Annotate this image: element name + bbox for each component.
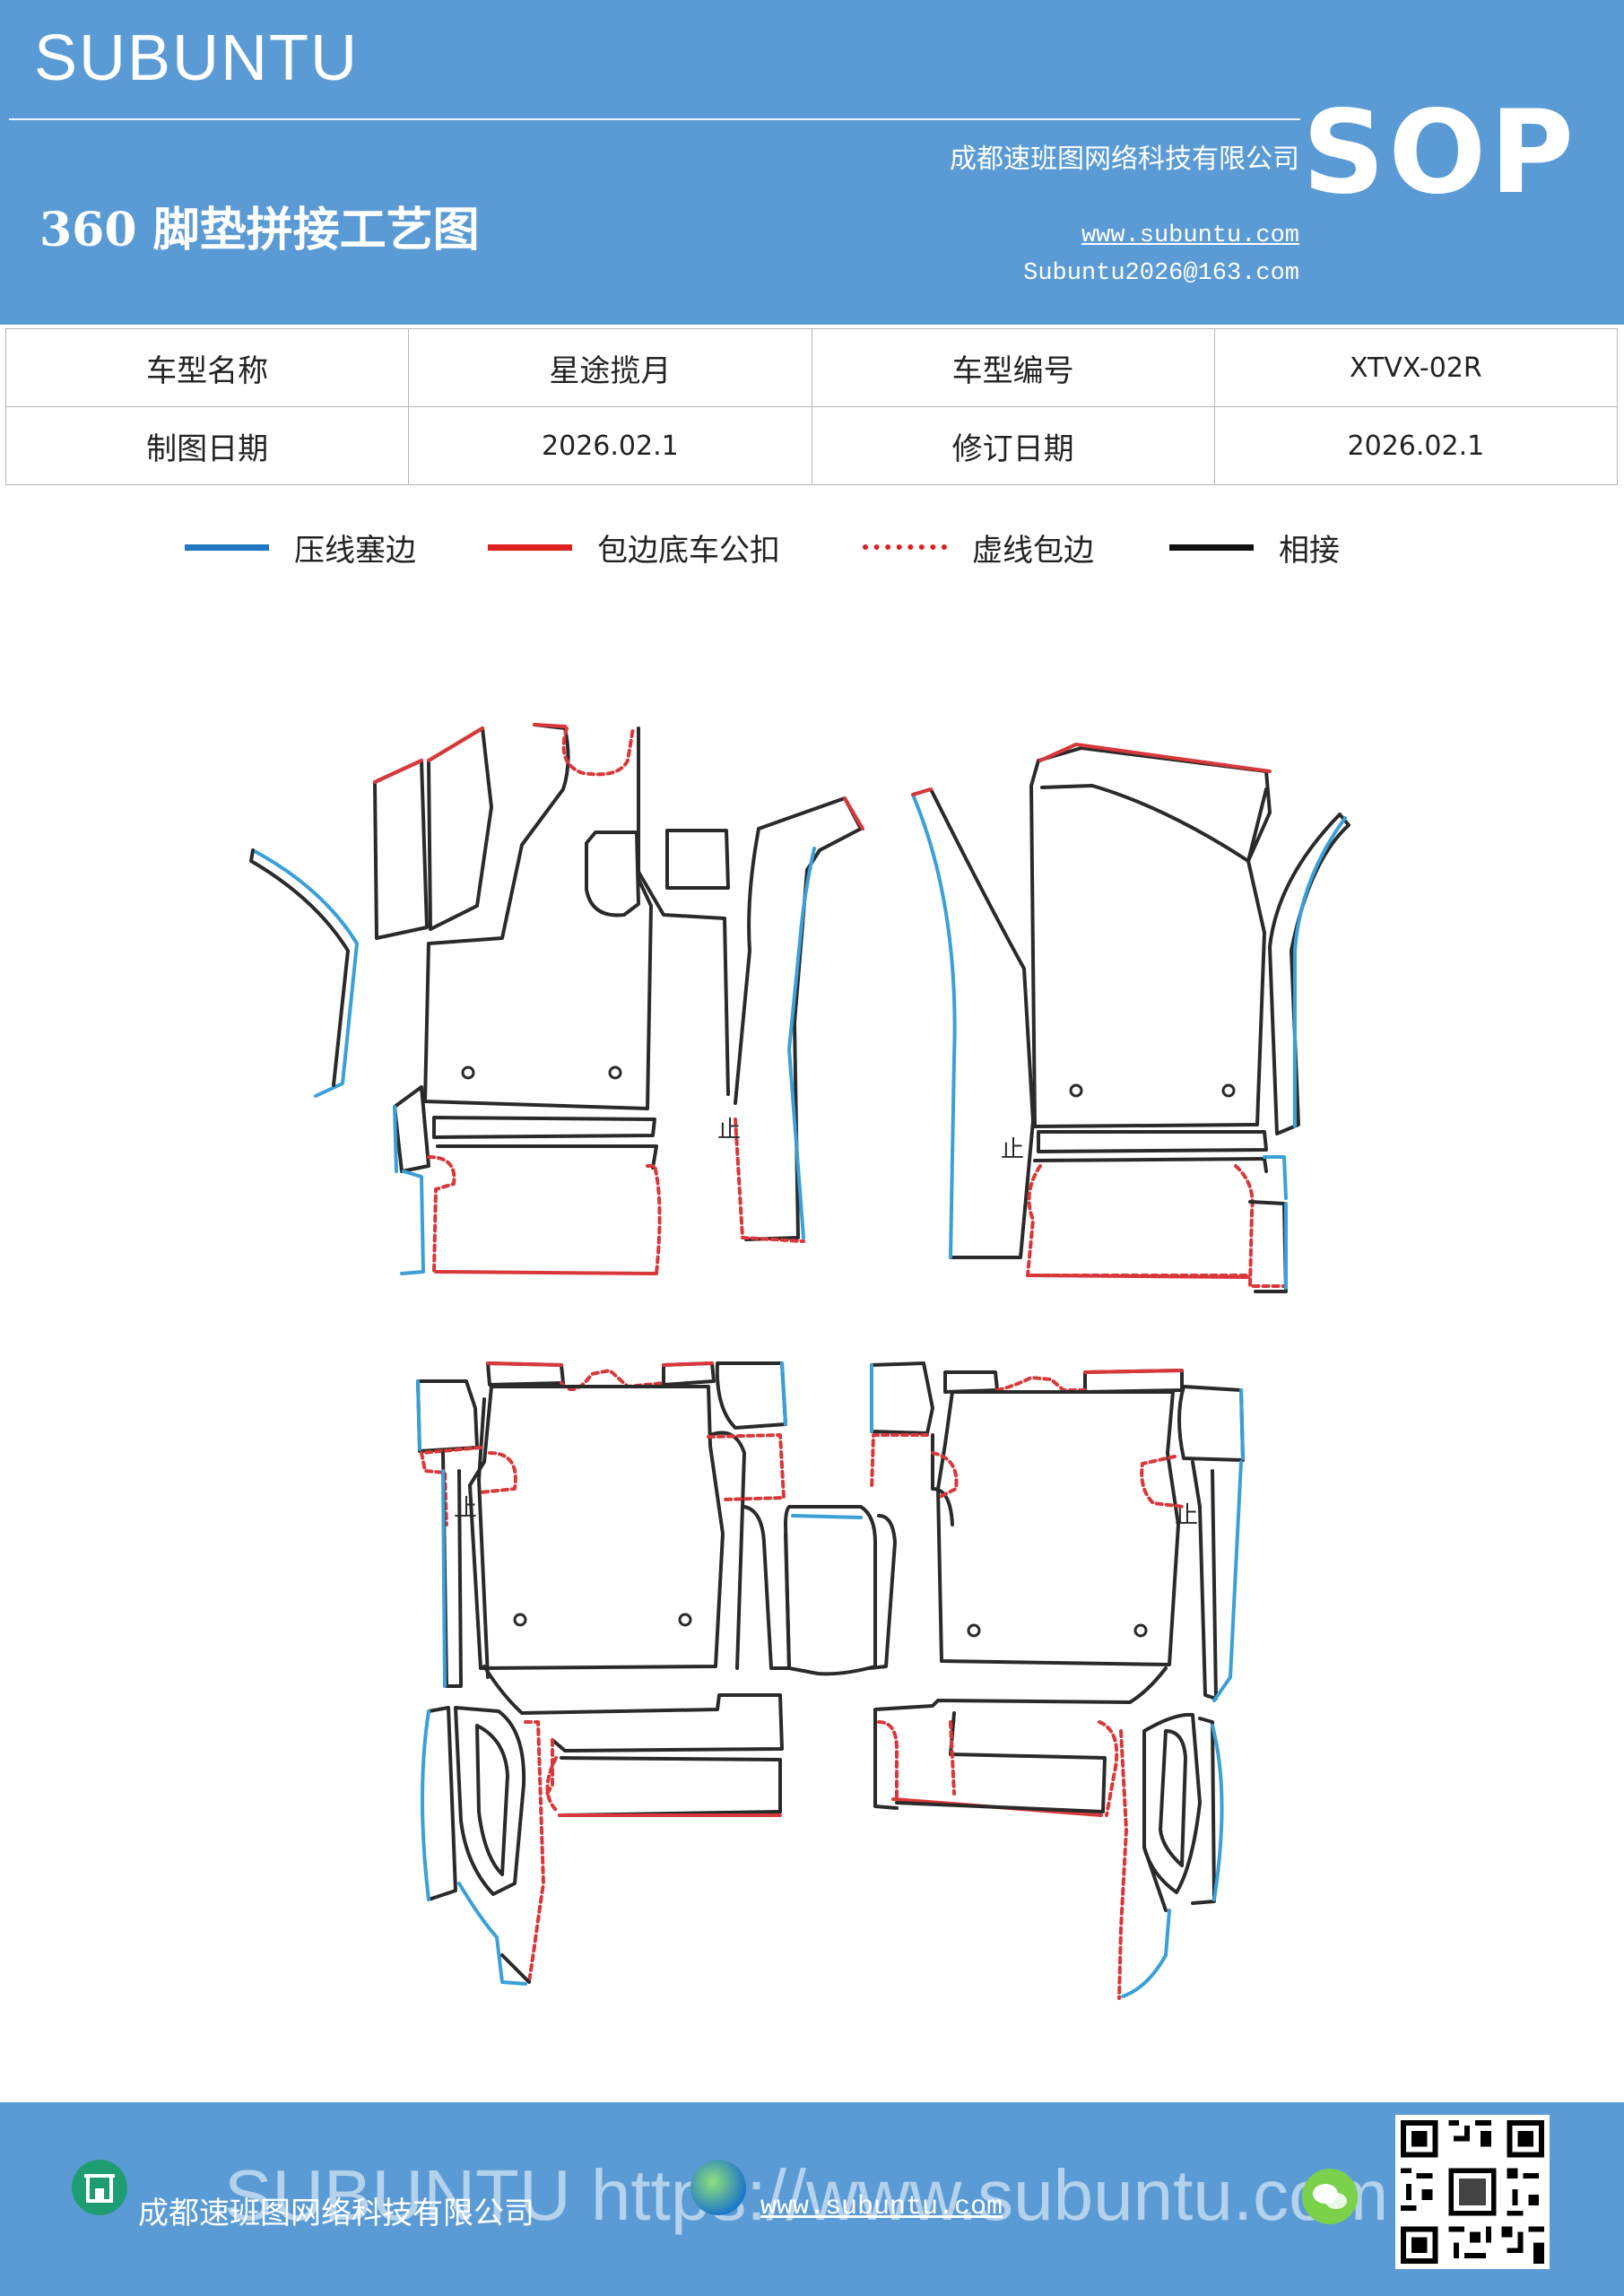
- brand-name: SUBUNTU: [34, 22, 360, 94]
- stop-marker: 止: [1175, 1502, 1198, 1529]
- footer-watermark: SUBUNTU https://www.subuntu.com: [224, 2155, 1389, 2235]
- footer-banner: SUBUNTU https://www.subuntu.com 成都速班图网络科…: [0, 2102, 1624, 2296]
- legend-label: 包边底车公扣: [597, 532, 780, 569]
- legend-swatch-red: [488, 544, 572, 551]
- table-row: 制图日期 2026.02.1 修订日期 2026.02.1: [4, 406, 1619, 485]
- company-name: 成都速班图网络科技有限公司: [950, 144, 1299, 175]
- label-model-code: 车型编号: [811, 328, 1215, 407]
- table-row: 车型名称 星途揽月 车型编号 XTVX-02R: [4, 328, 1619, 407]
- header-banner: SUBUNTU 成都速班图网络科技有限公司 360 脚垫拼接工艺图 www.su…: [0, 0, 1624, 325]
- mat-rear-right: 止: [870, 1361, 1245, 2000]
- website-link[interactable]: www.subuntu.com: [1081, 222, 1299, 249]
- line-legend: 压线塞边 包边底车公扣 虚线包边 相接: [0, 520, 1624, 574]
- legend-swatch-black: [1169, 544, 1254, 551]
- label-draw-date: 制图日期: [4, 406, 410, 485]
- legend-label: 虚线包边: [972, 532, 1094, 569]
- legend-label: 相接: [1279, 532, 1340, 569]
- sop-badge: SOP: [1302, 86, 1577, 220]
- footer-company-name: 成都速班图网络科技有限公司: [138, 2196, 534, 2231]
- footer-website-link[interactable]: www.subuntu.com: [760, 2192, 1003, 2222]
- value-draw-date: 2026.02.1: [408, 406, 812, 485]
- legend-swatch-red-dotted: [863, 544, 947, 550]
- mat-rear-left: 止: [416, 1361, 787, 1986]
- legend-label: 压线塞边: [294, 532, 416, 569]
- value-model-code: XTVX-02R: [1213, 328, 1619, 407]
- globe-icon: [690, 2160, 746, 2215]
- header-divider: [9, 118, 1300, 120]
- stop-marker: 止: [1001, 1136, 1024, 1163]
- value-revision-date: 2026.02.1: [1213, 406, 1619, 485]
- email-address: Subuntu2026@163.com: [1023, 260, 1299, 287]
- vehicle-info-table: 车型名称 星途揽月 车型编号 XTVX-02R 制图日期 2026.02.1 修…: [4, 328, 1619, 485]
- document-title: 360 脚垫拼接工艺图: [39, 203, 480, 257]
- legend-item-press-line: 压线塞边: [185, 520, 416, 574]
- qr-code: [1395, 2115, 1550, 2269]
- legend-item-edge-wrap: 包边底车公扣: [488, 520, 780, 574]
- legend-swatch-blue: [185, 544, 269, 551]
- legend-item-joint: 相接: [1169, 520, 1340, 574]
- value-model-name: 星途揽月: [408, 328, 812, 407]
- label-model-name: 车型名称: [4, 328, 410, 407]
- mat-front-left: 止: [249, 723, 864, 1275]
- stop-marker: 止: [454, 1495, 477, 1522]
- floor-mat-diagram: 止 止: [249, 723, 1350, 2000]
- label-revision-date: 修订日期: [811, 406, 1215, 485]
- stop-marker: 止: [717, 1117, 741, 1144]
- wechat-icon: [1302, 2169, 1358, 2224]
- mat-center-tunnel: [743, 1505, 897, 1676]
- legend-item-dashed-wrap: 虚线包边: [863, 520, 1094, 574]
- mat-front-right: 止: [911, 743, 1350, 1293]
- building-icon: [72, 2160, 127, 2215]
